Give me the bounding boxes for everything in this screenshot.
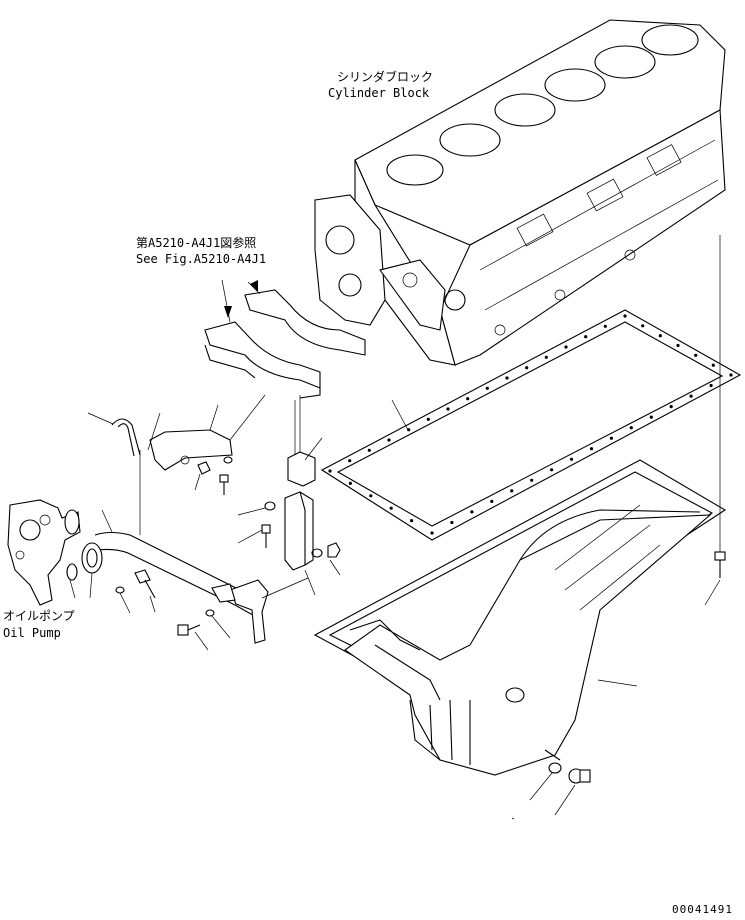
gasket-hole [584,335,588,339]
oil-pump-label-jp: オイルポンプ [3,609,75,623]
gasket-hole [367,448,371,452]
pump-bolt-set-icon [115,569,231,651]
drain-plug-icon [529,762,591,816]
gasket-hole [564,345,568,349]
oil-pan-gasket-icon [320,309,742,541]
oil-pan-icon [313,459,727,776]
gasket-hole [410,519,414,523]
gasket-hole [623,314,627,318]
gasket-hole [689,394,693,398]
gasket-hole [589,447,594,451]
see-fig-label-en: See Fig.A5210-A4J1 [136,252,267,266]
gasket-hole [348,481,352,485]
gasket-hole [629,426,633,430]
gasket-hole [658,334,662,338]
gasket-hole [470,510,474,514]
gasket-hole [387,438,391,442]
gasket-hole [641,324,645,328]
cylinder-block-label-en: Cylinder Block [328,86,430,100]
oil-pump-icon [7,499,81,606]
main-bearing-bracket-icon [204,279,366,399]
gasket-hole [485,386,489,390]
gasket-hole [530,478,534,482]
gasket-hole [609,436,614,440]
gasket-hole [490,499,494,503]
gasket-hole [525,366,529,370]
support-bracket-icon [284,491,316,596]
gasket-hole [389,506,393,510]
spacer-block-icon [287,395,323,487]
gasket-hole [430,531,434,535]
gasket-hole [669,405,673,409]
gasket-hole [550,468,554,472]
drawing-number: 00041491 [672,903,733,916]
gasket-hole [603,324,607,328]
gasket-hole [709,383,713,388]
gasket-hole [676,343,680,348]
gasket-hole [711,363,715,367]
see-fig-label-jp: 第A5210-A4J1図参照 [136,236,257,250]
cylinder-block-label-jp: シリンダブロック [337,70,434,84]
gasket-hole [446,407,450,411]
gasket-hole [729,373,733,377]
gasket-hole [328,469,332,473]
gasket-hole [569,457,574,461]
gasket-hole [510,489,514,493]
gasket-hole [466,397,470,401]
gasket-hole [426,417,430,421]
gasket-hole [450,520,454,525]
oil-pump-label-en: Oil Pump [3,626,61,640]
pan-bolt-icon [704,551,726,606]
gasket-hole [348,459,352,463]
suction-pipe-icon [94,450,309,644]
gasket-hole [407,428,411,432]
gasket-hole [544,355,548,359]
pump-flange-icon [66,542,103,599]
gasket-hole [505,376,509,380]
gasket-hole [649,415,653,419]
bolt-washer-set-icon [237,501,341,576]
gasket-hole [694,353,698,357]
clamp-bracket-icon [147,394,266,495]
gasket-hole [369,494,373,498]
cylinder-block-icon [314,19,726,366]
u-bolt-icon [87,412,141,457]
